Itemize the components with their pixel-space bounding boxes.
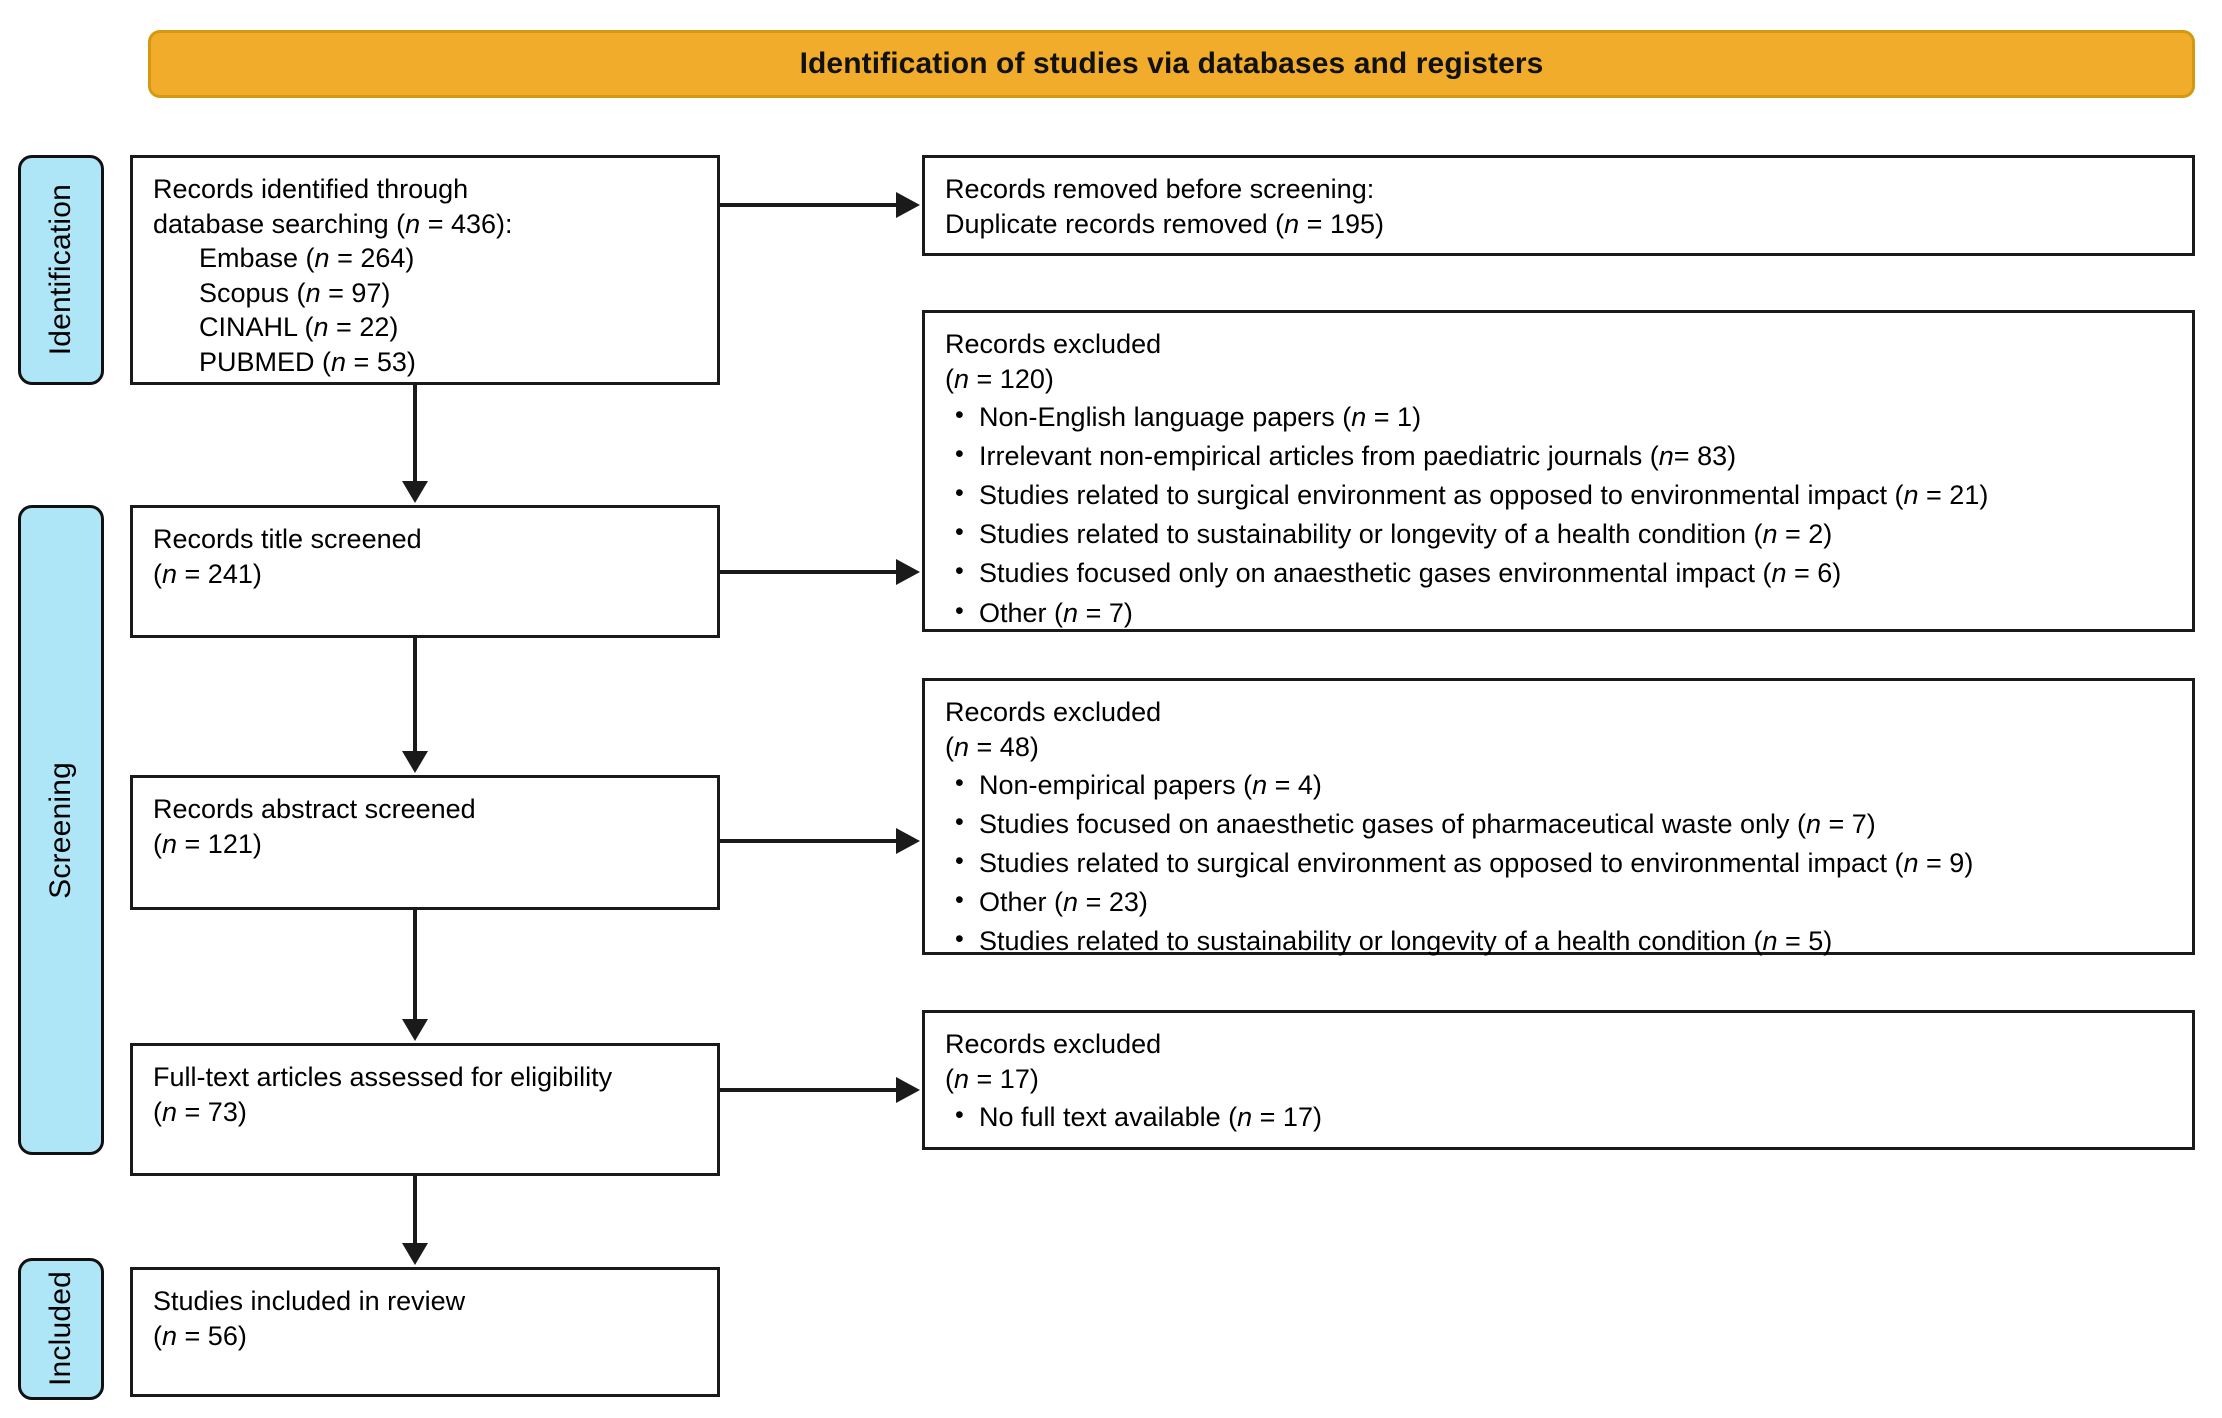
box-records-excluded-fulltext: Records excluded (n = 17) No full text a… — [922, 1010, 2195, 1150]
title-screened-count: (n = 241) — [153, 558, 262, 589]
connector-identified-to-removed — [720, 203, 898, 207]
excluded-fulltext-count: (n = 17) — [945, 1063, 1039, 1094]
stage-label-screening: Screening — [18, 505, 104, 1155]
excluded-abstract-count: (n = 48) — [945, 731, 1039, 762]
box-records-excluded-title: Records excluded (n = 120) Non-English l… — [922, 310, 2195, 632]
diagram-banner: Identification of studies via databases … — [148, 30, 2195, 98]
connector-title-to-excluded — [720, 570, 898, 574]
records-identified-line2: database searching (n = 436): — [153, 208, 513, 239]
arrowhead-down-fulltext-to-included — [402, 1243, 428, 1265]
included-count: (n = 56) — [153, 1320, 247, 1351]
list-item: Studies related to surgical environment … — [945, 845, 2172, 881]
connector-abstract-to-fulltext — [413, 910, 417, 1021]
box-records-removed: Records removed before screening: Duplic… — [922, 155, 2195, 256]
list-item: Studies related to sustainability or lon… — [945, 516, 2172, 552]
source-scopus: Scopus (n = 97) — [199, 277, 391, 308]
stage-label-text: Included — [44, 1271, 77, 1387]
connector-identified-to-title — [413, 385, 417, 483]
source-embase: Embase (n = 264) — [199, 243, 415, 274]
source-cinahl: CINAHL (n = 22) — [199, 312, 399, 343]
abstract-screened-label: Records abstract screened — [153, 794, 476, 824]
included-label: Studies included in review — [153, 1286, 466, 1316]
arrowhead-down-title-to-abstract — [402, 751, 428, 773]
arrowhead-right-title-to-excluded — [896, 559, 920, 585]
box-records-excluded-abstract: Records excluded (n = 48) Non-empirical … — [922, 678, 2195, 956]
arrowhead-right-fulltext-to-excluded — [896, 1077, 920, 1103]
box-fulltext-assessed: Full-text articles assessed for eligibil… — [130, 1043, 720, 1176]
excluded-title-heading: Records excluded — [945, 329, 1162, 359]
list-item: Non-empirical papers (n = 4) — [945, 767, 2172, 803]
list-item: No full text available (n = 17) — [945, 1099, 2172, 1135]
source-pubmed: PUBMED (n = 53) — [199, 346, 416, 377]
banner-title: Identification of studies via databases … — [799, 47, 1544, 80]
arrowhead-down-identified-to-title — [402, 481, 428, 503]
excluded-abstract-heading: Records excluded — [945, 697, 1162, 727]
title-screened-label: Records title screened — [153, 524, 422, 554]
records-removed-line1: Records removed before screening: — [945, 174, 1375, 204]
list-item: Irrelevant non-empirical articles from p… — [945, 438, 2172, 474]
stage-label-text: Screening — [44, 761, 77, 899]
arrowhead-right-identified-to-removed — [896, 192, 920, 218]
list-item: Studies related to sustainability or lon… — [945, 923, 2172, 959]
list-item: Other (n = 7) — [945, 595, 2172, 631]
list-item: Other (n = 23) — [945, 884, 2172, 920]
stage-label-identification: Identification — [18, 155, 104, 385]
list-item: Studies focused on anaesthetic gases of … — [945, 806, 2172, 842]
stage-label-included: Included — [18, 1258, 104, 1400]
list-item: Non-English language papers (n = 1) — [945, 399, 2172, 435]
connector-fulltext-to-excluded — [720, 1088, 898, 1092]
list-item: Studies related to surgical environment … — [945, 477, 2172, 513]
records-identified-line1: Records identified through — [153, 174, 469, 204]
stage-label-text: Identification — [44, 184, 77, 356]
fulltext-label: Full-text articles assessed for eligibil… — [153, 1062, 613, 1092]
connector-abstract-to-excluded — [720, 839, 898, 843]
records-removed-line2: Duplicate records removed (n = 195) — [945, 208, 1384, 239]
box-studies-included: Studies included in review (n = 56) — [130, 1267, 720, 1397]
connector-fulltext-to-included — [413, 1176, 417, 1245]
fulltext-count: (n = 73) — [153, 1096, 247, 1127]
excluded-title-reasons: Non-English language papers (n = 1) Irre… — [945, 399, 2172, 631]
excluded-fulltext-reasons: No full text available (n = 17) — [945, 1099, 2172, 1135]
box-records-title-screened: Records title screened (n = 241) — [130, 505, 720, 638]
excluded-fulltext-heading: Records excluded — [945, 1029, 1162, 1059]
excluded-title-count: (n = 120) — [945, 363, 1054, 394]
abstract-screened-count: (n = 121) — [153, 828, 262, 859]
arrowhead-right-abstract-to-excluded — [896, 828, 920, 854]
arrowhead-down-abstract-to-fulltext — [402, 1019, 428, 1041]
list-item: Studies focused only on anaesthetic gase… — [945, 555, 2172, 591]
box-records-identified: Records identified through database sear… — [130, 155, 720, 385]
connector-title-to-abstract — [413, 638, 417, 753]
excluded-abstract-reasons: Non-empirical papers (n = 4) Studies foc… — [945, 767, 2172, 959]
box-records-abstract-screened: Records abstract screened (n = 121) — [130, 775, 720, 910]
